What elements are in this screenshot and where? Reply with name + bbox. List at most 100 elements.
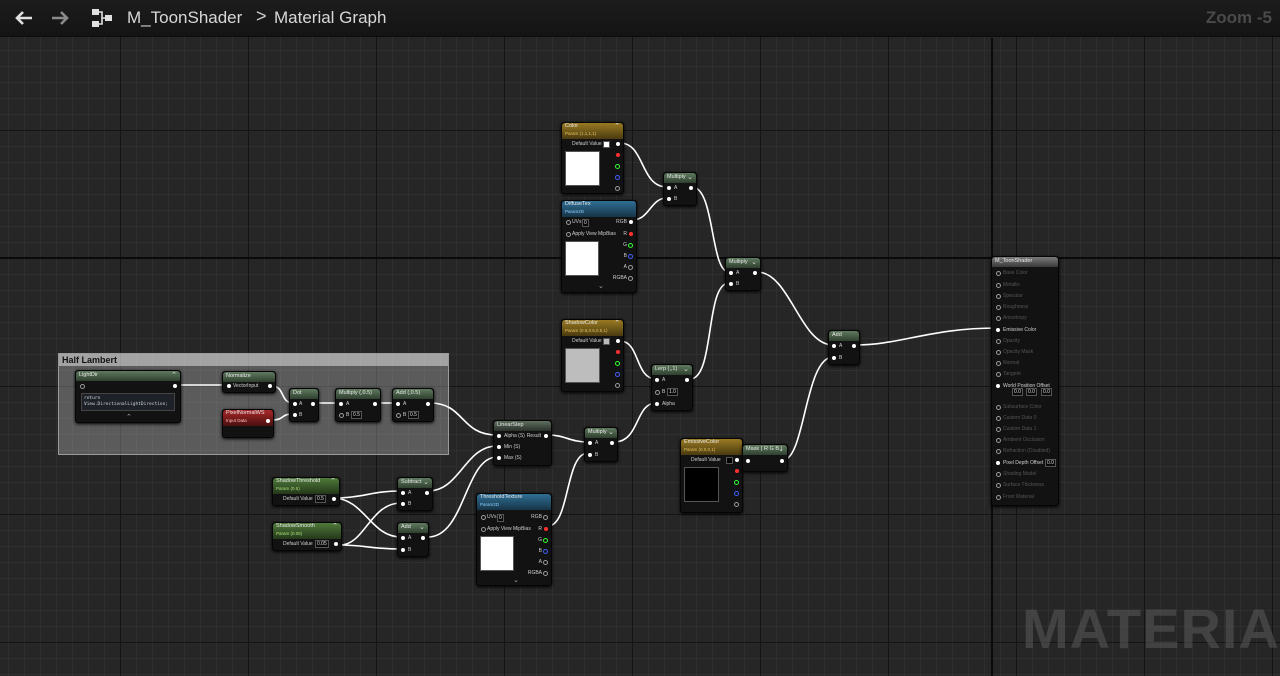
input-pin-b[interactable]: [339, 413, 344, 418]
output-pin[interactable]: [266, 419, 270, 423]
input-pin-a[interactable]: [667, 186, 671, 190]
output-pin-rgb[interactable]: [616, 339, 620, 343]
output-pin-a[interactable]: [543, 560, 548, 565]
output-pin[interactable]: [780, 459, 784, 463]
output-pin[interactable]: [753, 271, 757, 275]
breadcrumb-asset[interactable]: M_ToonShader: [127, 8, 243, 27]
output-pin[interactable]: [610, 441, 614, 445]
output-pin[interactable]: [332, 497, 336, 501]
result-input-pin[interactable]: [996, 483, 1001, 488]
result-input-pin[interactable]: [996, 328, 1000, 332]
output-pin[interactable]: [421, 536, 425, 540]
output-pin-g[interactable]: [615, 361, 620, 366]
input-pin-b[interactable]: [667, 197, 671, 201]
node-add-half[interactable]: Add (,0.5) A B 0.5: [392, 388, 434, 422]
input-pin[interactable]: [80, 384, 85, 389]
node-dot[interactable]: Dot A B: [289, 388, 319, 422]
input-pin-b[interactable]: [832, 356, 836, 360]
collapse-chevron-icon[interactable]: ⌃: [171, 372, 177, 379]
collapse-chevron-icon[interactable]: ⌄: [683, 366, 689, 373]
back-button[interactable]: [10, 4, 38, 32]
output-pin-b[interactable]: [615, 372, 620, 377]
wpo-y-field[interactable]: 0.0: [1026, 388, 1037, 396]
input-pin-b[interactable]: [396, 413, 401, 418]
output-pin-rgb[interactable]: [629, 220, 633, 224]
node-multiply-2[interactable]: Multiply⌄ A B: [725, 257, 761, 291]
input-pin-b[interactable]: [729, 282, 733, 286]
node-lightdir[interactable]: LightDir⌃ return View.DirectionalLightDi…: [75, 370, 181, 423]
result-input-pin[interactable]: [996, 316, 1001, 321]
node-multiply-3[interactable]: Multiply⌄ A B: [584, 427, 618, 462]
graph-home-button[interactable]: [88, 4, 116, 32]
value-field[interactable]: 0.5: [351, 411, 362, 419]
output-pin-g[interactable]: [734, 480, 739, 485]
input-pin-a[interactable]: [401, 536, 405, 540]
output-pin-a[interactable]: [615, 383, 620, 388]
output-pin-b[interactable]: [734, 491, 739, 496]
expand-chevron-icon[interactable]: ⌃: [126, 414, 132, 421]
result-input-pin[interactable]: [996, 271, 1001, 276]
output-pin-r[interactable]: [735, 469, 739, 473]
result-input-pin[interactable]: [996, 495, 1001, 500]
output-pin-rgb[interactable]: [616, 142, 620, 146]
color-swatch[interactable]: [726, 457, 733, 464]
input-pin-uvs[interactable]: [566, 220, 571, 225]
result-input-pin[interactable]: [996, 372, 1001, 377]
input-pin-alpha[interactable]: [655, 402, 659, 406]
input-pin-mipbias[interactable]: [481, 527, 486, 532]
output-pin-a[interactable]: [628, 265, 633, 270]
wpo-x-field[interactable]: 0.0: [1012, 388, 1023, 396]
node-multiply-1[interactable]: Multiply⌄ A B: [663, 172, 697, 206]
uvs-value-field[interactable]: 0: [497, 514, 504, 522]
input-pin-a[interactable]: [655, 378, 659, 382]
output-pin-r[interactable]: [616, 153, 620, 157]
node-add-final[interactable]: Add A B: [828, 330, 860, 365]
input-pin-min[interactable]: [497, 445, 501, 449]
color-swatch[interactable]: [603, 338, 610, 345]
output-pin-rgba[interactable]: [543, 571, 548, 576]
node-linearstep[interactable]: LinearStep Alpha (S) Min (S) Max (S) Res…: [493, 420, 552, 466]
output-pin-result[interactable]: [544, 434, 548, 438]
input-pin-max[interactable]: [497, 456, 501, 460]
input-pin-a[interactable]: [729, 271, 733, 275]
collapse-chevron-icon[interactable]: ⌃: [614, 123, 620, 130]
input-pin-a[interactable]: [293, 402, 297, 406]
input-pin-b[interactable]: [293, 413, 297, 417]
result-input-pin[interactable]: [996, 294, 1001, 299]
output-pin[interactable]: [425, 491, 429, 495]
result-input-pin[interactable]: [996, 283, 1001, 288]
result-input-pin[interactable]: [996, 472, 1001, 477]
expand-chevron-icon[interactable]: ⌄: [513, 577, 519, 584]
collapse-chevron-icon[interactable]: ⌄: [778, 446, 784, 453]
output-pin[interactable]: [852, 344, 856, 348]
result-input-pin[interactable]: [996, 416, 1001, 421]
output-pin-b[interactable]: [543, 549, 548, 554]
collapse-chevron-icon[interactable]: ⌃: [332, 523, 338, 530]
input-pin[interactable]: [227, 384, 231, 388]
result-input-pin[interactable]: [996, 361, 1001, 366]
input-pin-b[interactable]: [401, 548, 405, 552]
node-multiply-half[interactable]: Multiply (,0.5) A B 0.5: [335, 388, 381, 422]
output-pin-r[interactable]: [544, 527, 548, 531]
output-pin-g[interactable]: [615, 164, 620, 169]
color-swatch[interactable]: [603, 141, 610, 148]
collapse-chevron-icon[interactable]: ⌃: [614, 320, 620, 327]
result-input-pin[interactable]: [996, 427, 1001, 432]
result-input-pin[interactable]: [996, 461, 1000, 465]
result-input-pin[interactable]: [996, 449, 1001, 454]
output-pin-b[interactable]: [628, 254, 633, 259]
node-normalize[interactable]: Normalize VectorInput: [222, 371, 276, 393]
output-pin[interactable]: [311, 402, 315, 406]
output-pin-g[interactable]: [628, 243, 633, 248]
output-pin-rgb[interactable]: [543, 515, 548, 520]
forward-button[interactable]: [46, 4, 74, 32]
output-pin[interactable]: [334, 542, 338, 546]
result-input-pin[interactable]: [996, 438, 1001, 443]
output-pin[interactable]: [173, 384, 177, 388]
expand-chevron-icon[interactable]: ⌄: [598, 283, 604, 290]
output-pin[interactable]: [373, 402, 377, 406]
